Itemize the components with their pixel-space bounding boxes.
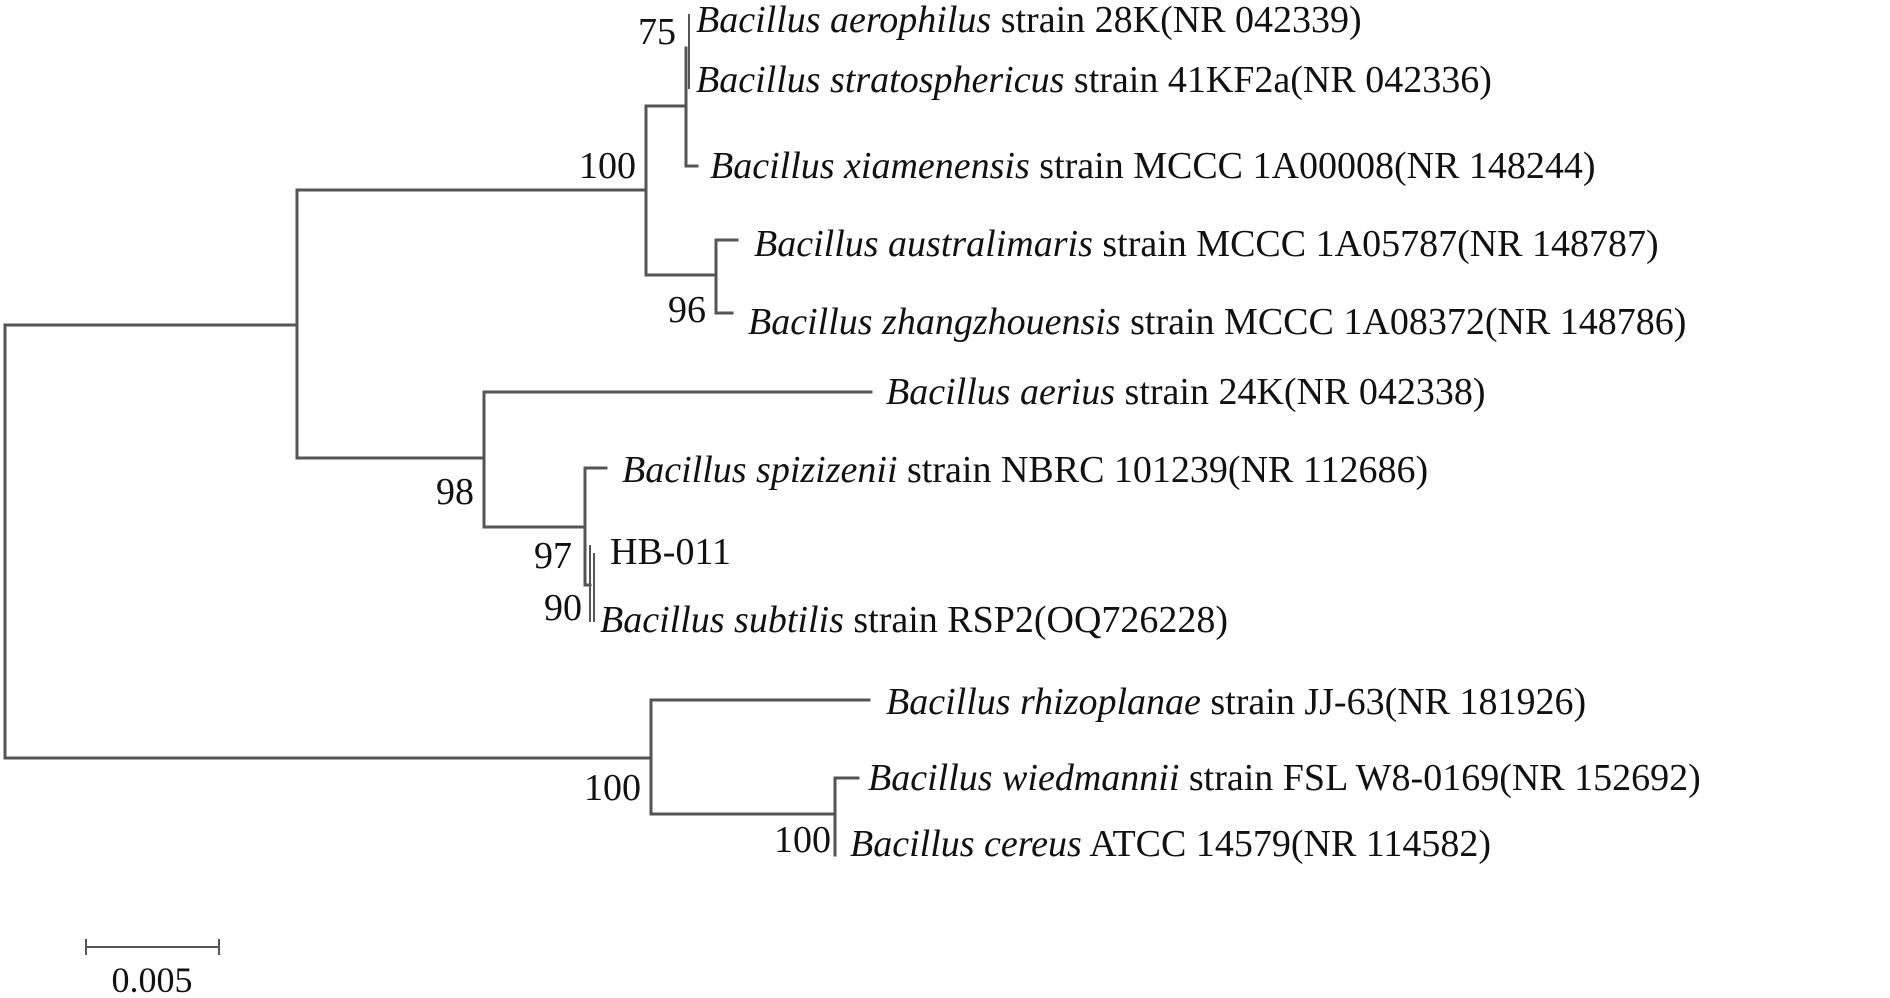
taxon-label: Bacillus stratosphericus strain 41KF2a(N… xyxy=(696,59,1492,101)
taxon-label: Bacillus subtilis strain RSP2(OQ726228) xyxy=(600,599,1228,641)
scale-bar: 0.005 xyxy=(85,939,220,998)
taxon-label: Bacillus xiamenensis strain MCCC 1A00008… xyxy=(710,145,1596,187)
support-aero-strat: 75 xyxy=(638,11,676,53)
support-subtilis-clade: 98 xyxy=(436,471,474,513)
support-spiz-group: 97 xyxy=(534,535,572,577)
taxon-labels: Bacillus aerophilus strain 28K(NR 042339… xyxy=(600,0,1701,865)
tree-branches xyxy=(3,14,873,857)
taxon-label: Bacillus wiedmannii strain FSL W8-0169(N… xyxy=(868,757,1701,799)
taxon-label: Bacillus australimaris strain MCCC 1A057… xyxy=(754,223,1659,265)
taxon-label: Bacillus aerius strain 24K(NR 042338) xyxy=(886,371,1486,413)
taxon-label: Bacillus spizizenii strain NBRC 101239(N… xyxy=(622,449,1428,491)
taxon-label: Bacillus cereus ATCC 14579(NR 114582) xyxy=(850,823,1491,865)
support-cereus-clade: 100 xyxy=(584,767,641,809)
support-pumilus-clade: 100 xyxy=(579,145,636,187)
support-values: 75 100 96 98 97 90 100 100 xyxy=(436,11,831,861)
support-wied-cereus: 100 xyxy=(774,819,831,861)
support-hb-subtilis: 90 xyxy=(544,587,582,629)
support-austr-zhang: 96 xyxy=(668,289,706,331)
taxon-label: Bacillus rhizoplanae strain JJ-63(NR 181… xyxy=(886,681,1586,723)
taxon-label: Bacillus zhangzhouensis strain MCCC 1A08… xyxy=(748,301,1686,343)
scale-bar-label: 0.005 xyxy=(112,960,193,998)
taxon-label: HB-011 xyxy=(610,531,731,573)
taxon-label: Bacillus aerophilus strain 28K(NR 042339… xyxy=(696,0,1362,41)
